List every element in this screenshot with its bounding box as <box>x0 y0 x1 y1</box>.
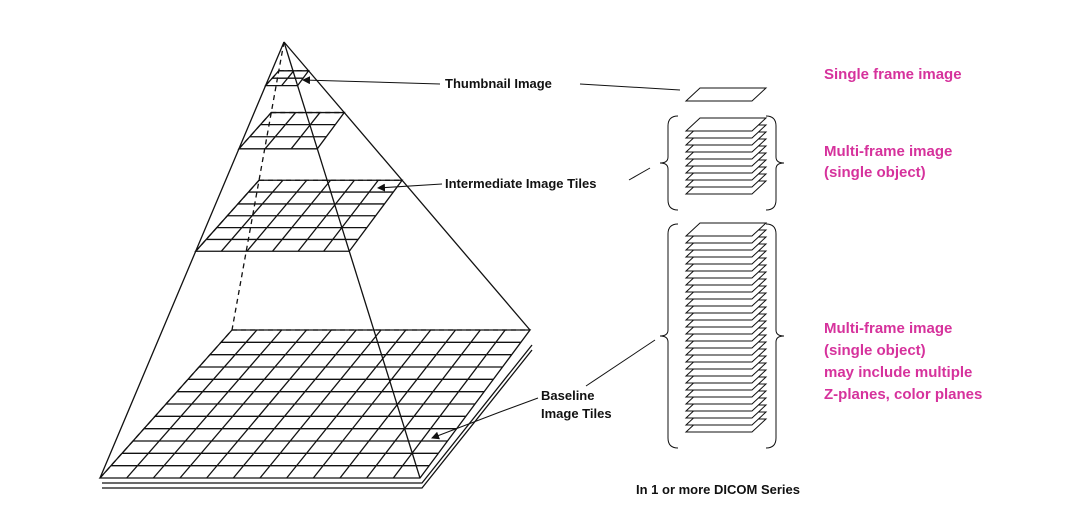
multi-frame-stack <box>684 117 768 195</box>
frame-stacks <box>659 87 785 449</box>
multi-frame-z-right-bracket-path <box>765 223 785 449</box>
intermediate-tiles-left-edge <box>195 179 260 252</box>
baseline-layer-3-edge <box>102 349 533 489</box>
multi-frame-z-stack <box>684 222 768 433</box>
baseline-label-line2: Image Tiles <box>541 406 612 421</box>
multi-frame-leader <box>628 167 651 181</box>
multi-frame-z-label-line2: (single object) <box>824 342 926 359</box>
baseline-tiles <box>98 329 532 479</box>
baseline-label-line1: Baseline <box>541 388 594 403</box>
baseline-layer-2 <box>102 344 533 484</box>
single-frame <box>684 87 768 102</box>
baseline-layer-3 <box>102 349 533 489</box>
multi-frame-left-bracket-path <box>659 115 679 211</box>
frame-slice <box>684 117 768 132</box>
thumbnail-label: Thumbnail Image <box>445 76 552 91</box>
mid-level-tiles-col-line <box>290 112 321 150</box>
mid-level-tiles-left-edge <box>238 112 272 150</box>
multi-frame-z-label-line1: Multi-frame image <box>824 320 952 337</box>
frame-slice <box>684 222 768 237</box>
multi-frame-z-label-line4: Z-planes, color planes <box>824 386 982 403</box>
baseline-layer-2-edge <box>102 344 533 484</box>
thumbnail-tile-left-edge <box>265 70 280 87</box>
baseline-tiles-left-edge <box>99 329 233 479</box>
intermediate-tiles-col-line <box>323 179 379 252</box>
thumbnail-tile <box>264 70 310 87</box>
multi-frame-z-left-bracket-path <box>659 223 679 449</box>
image-pyramid <box>98 41 533 489</box>
multi-frame-z-label-line3: may include multiple <box>824 364 972 381</box>
multi-frame-z-leader <box>585 339 656 387</box>
dicom-series-label: In 1 or more DICOM Series <box>636 482 800 497</box>
thumbnail-leader <box>302 76 441 85</box>
multi-frame-label-line1: Multi-frame image <box>824 143 952 160</box>
single-frame-label: Single frame image <box>824 66 962 83</box>
intermediate-leader <box>377 183 443 192</box>
baseline-leader <box>431 397 539 440</box>
multi-frame-left-bracket <box>659 115 679 211</box>
multi-frame-z-left-bracket <box>659 223 679 449</box>
pyramid-edge-hidden <box>231 41 285 331</box>
multi-frame-z-right-bracket <box>765 223 785 449</box>
pyramid-edge-front <box>283 41 421 479</box>
multi-frame-right-bracket <box>765 115 785 211</box>
leader-lines <box>302 76 681 440</box>
pyramid-edge-left <box>99 41 285 479</box>
mid-level-tiles-col-line <box>264 112 297 150</box>
intermediate-label: Intermediate Image Tiles <box>445 176 597 191</box>
thumbnail-tile-col-line <box>281 70 295 87</box>
mid-level-tiles <box>237 111 346 150</box>
intermediate-tiles <box>194 179 404 252</box>
multi-frame-label-line2: (single object) <box>824 164 926 181</box>
baseline-tiles-col-line <box>366 329 481 479</box>
single-frame-leader <box>579 83 681 91</box>
multi-frame-right-bracket-path <box>765 115 785 211</box>
